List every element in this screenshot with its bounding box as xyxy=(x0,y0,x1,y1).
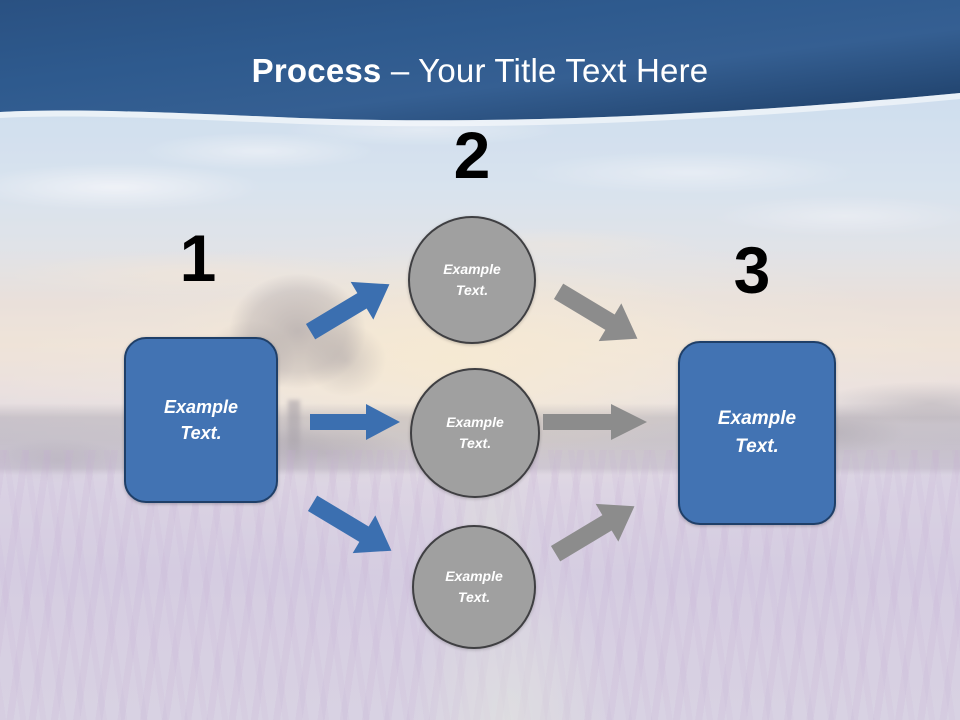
process-circle-top-line1: Example xyxy=(443,261,501,277)
process-circle-middle[interactable]: Example Text. xyxy=(410,368,540,498)
process-circle-bottom-line2: Text. xyxy=(457,589,491,605)
slide-header-banner: Process – Your Title Text Here xyxy=(0,0,960,140)
process-box-left-text: Example Text. xyxy=(164,394,238,446)
process-circle-top[interactable]: Example Text. xyxy=(408,216,536,344)
page-title-rest: – Your Title Text Here xyxy=(381,52,709,89)
process-circle-bottom-text: Example Text. xyxy=(445,566,503,608)
process-box-right-line2: Text. xyxy=(735,436,779,457)
page-title-bold: Process xyxy=(251,52,382,89)
arrow-right-gray-icon xyxy=(543,404,647,440)
process-circle-bottom-line1: Example xyxy=(445,568,503,584)
process-circle-top-line2: Text. xyxy=(455,282,489,298)
process-circle-middle-line2: Text. xyxy=(458,435,492,451)
process-circle-top-text: Example Text. xyxy=(443,259,501,301)
page-title: Process – Your Title Text Here xyxy=(0,51,960,91)
process-box-right[interactable]: Example Text. xyxy=(678,341,836,525)
arrow-up-right-blue-icon xyxy=(300,278,400,340)
arrow-right-blue-icon xyxy=(310,404,400,440)
step-number-1: 1 xyxy=(179,221,217,295)
process-box-right-text: Example Text. xyxy=(718,405,796,460)
arrow-up-right-gray-icon xyxy=(545,500,645,562)
process-box-left[interactable]: Example Text. xyxy=(124,337,278,503)
arrow-down-right-blue-icon xyxy=(302,495,402,557)
step-number-3: 3 xyxy=(733,233,771,307)
process-box-left-line1: Example xyxy=(163,396,239,417)
arrow-down-right-gray-icon xyxy=(548,283,648,345)
process-circle-middle-line1: Example xyxy=(446,414,504,430)
process-box-right-line1: Example xyxy=(717,408,797,430)
process-circle-middle-text: Example Text. xyxy=(446,412,504,454)
process-circle-bottom[interactable]: Example Text. xyxy=(412,525,536,649)
process-box-left-line2: Text. xyxy=(180,423,222,443)
step-number-2: 2 xyxy=(453,118,491,192)
